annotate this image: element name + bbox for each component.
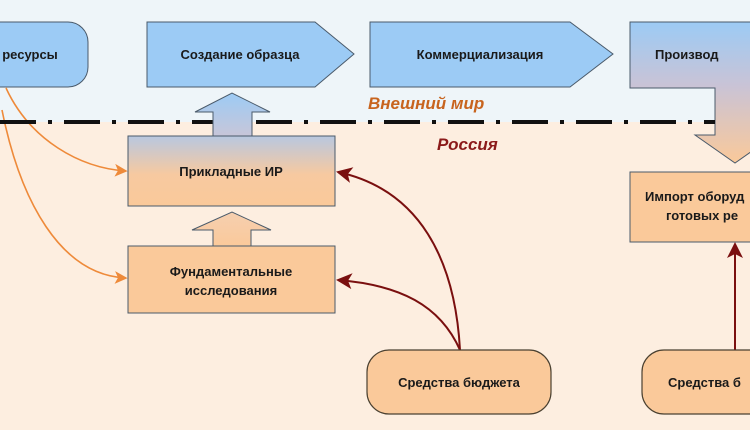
budget-to-fundamental-arrow	[336, 273, 461, 351]
import-node	[629, 171, 750, 243]
applied-research-label: Прикладные ИР	[179, 164, 283, 179]
russia-label: Россия	[437, 135, 498, 154]
fundamental-label-line2: исследования	[185, 283, 277, 298]
resources-node	[0, 21, 89, 88]
fundamental-research-node	[127, 245, 336, 314]
fundamental-label-line1: Фундаментальные	[170, 264, 292, 279]
import-label-line2: готовых ре	[666, 208, 738, 223]
resources-to-fundamental-arrow	[1, 109, 128, 284]
production-node	[629, 21, 750, 164]
commercialization-node	[369, 21, 614, 88]
resources-label: ресурсы	[2, 47, 58, 62]
resources-to-applied-arrow	[5, 87, 128, 177]
import-label-line1: Импорт оборуд	[645, 189, 745, 204]
budget-label: Средства бюджета	[398, 375, 521, 390]
prototype-node	[146, 21, 355, 88]
applied-research-node	[127, 135, 336, 207]
fundamental-to-applied-arrow	[191, 211, 272, 248]
outer-world-label: Внешний мир	[368, 94, 484, 113]
commercialization-label: Коммерциализация	[417, 47, 544, 62]
budget-to-applied-arrow	[336, 167, 461, 351]
applied-to-prototype-arrow	[194, 92, 271, 138]
budget-node	[366, 349, 552, 415]
prototype-label: Создание образца	[181, 47, 301, 62]
budget-label-2: Средства б	[668, 375, 741, 390]
budget-node-2	[641, 349, 750, 415]
production-label: Производ	[655, 47, 719, 62]
